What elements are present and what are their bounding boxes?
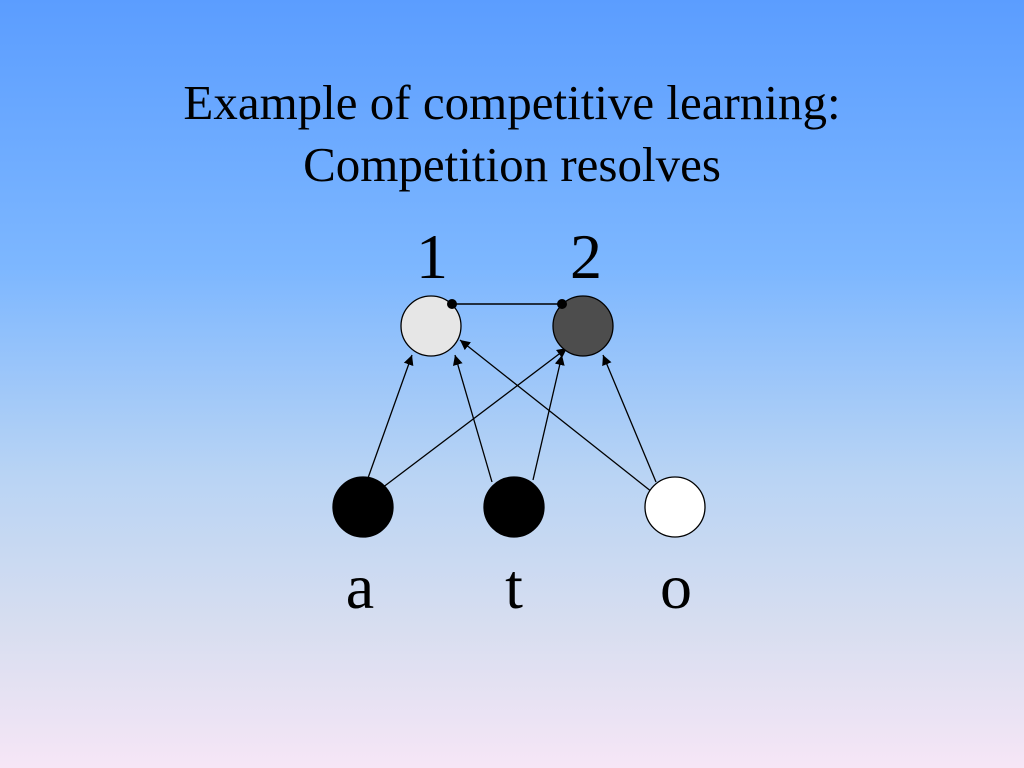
output-unit-1 xyxy=(400,295,462,357)
input-unit-a xyxy=(332,476,394,538)
slide-title: Example of competitive learning: Competi… xyxy=(0,72,1024,196)
output-unit-1-label: 1 xyxy=(416,221,448,292)
connection-a-to-1 xyxy=(367,354,414,479)
connection-t-to-1 xyxy=(452,354,493,483)
input-unit-o-label: o xyxy=(660,551,692,622)
connection-a-to-2 xyxy=(381,347,568,489)
input-unit-o xyxy=(644,476,706,538)
output-unit-2-label: 2 xyxy=(570,221,602,292)
input-unit-t xyxy=(483,476,545,538)
inhibitory-dot-1 xyxy=(447,299,457,309)
inhibitory-dot-2 xyxy=(557,299,567,309)
title-line-1: Example of competitive learning: xyxy=(183,75,841,130)
title-line-2: Competition resolves xyxy=(303,137,721,192)
input-unit-t-label: t xyxy=(505,551,523,622)
connection-o-to-1 xyxy=(459,339,653,493)
input-unit-a-label: a xyxy=(346,551,374,622)
connection-t-to-2 xyxy=(532,354,565,481)
output-unit-2 xyxy=(552,295,614,357)
connection-o-to-2 xyxy=(602,354,657,483)
